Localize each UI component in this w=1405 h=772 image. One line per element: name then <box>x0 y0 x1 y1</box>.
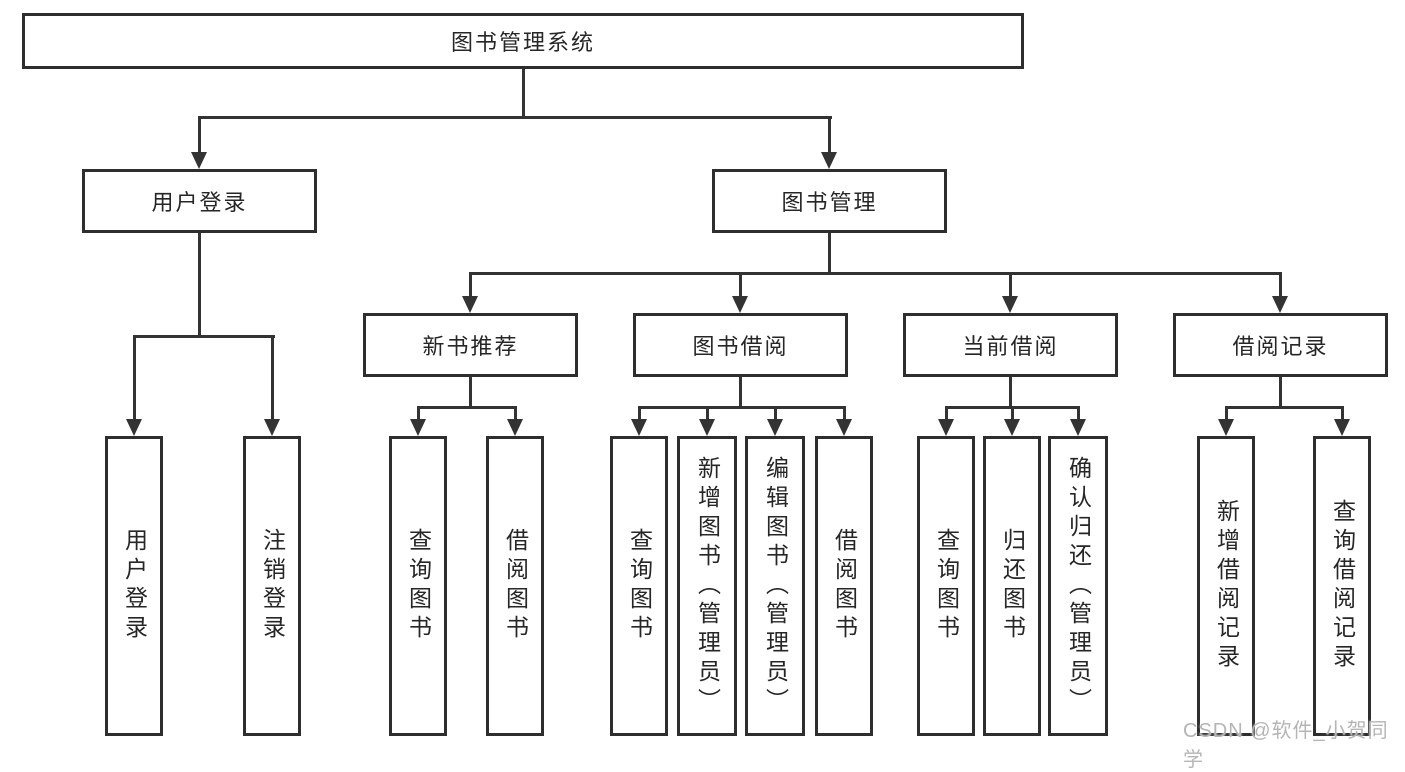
leaf-label: 查询借阅记录 <box>1329 499 1356 673</box>
connector-line <box>638 406 846 409</box>
node-user-login: 用户登录 <box>82 169 317 233</box>
leaf-label: 新增借阅记录 <box>1213 499 1240 673</box>
arrow-down-icon <box>462 296 478 313</box>
leaf-logout: 注销登录 <box>243 436 301 736</box>
arrow-down-icon <box>1334 419 1350 436</box>
node-label: 借阅记录 <box>1232 334 1329 359</box>
connector-line <box>638 406 641 420</box>
arrow-down-icon <box>410 419 426 436</box>
connector-line <box>1011 406 1014 420</box>
connector-line <box>133 335 136 420</box>
diagram-canvas: 图书管理系统 用户登录 图书管理 新书推荐 图书借阅 当前借阅 借阅记录 用户登… <box>22 13 1388 771</box>
connector-line <box>198 116 832 119</box>
arrow-down-icon <box>821 152 837 169</box>
arrow-down-icon <box>699 419 715 436</box>
leaf-label: 借阅图书 <box>831 528 858 644</box>
arrow-down-icon <box>836 419 852 436</box>
connector-line <box>198 233 201 336</box>
connector-line <box>133 335 275 338</box>
connector-line <box>469 272 472 297</box>
connector-line <box>828 233 831 274</box>
connector-line <box>706 406 709 420</box>
arrow-down-icon <box>1218 419 1234 436</box>
arrow-down-icon <box>191 152 207 169</box>
node-label: 图书管理 <box>781 190 878 215</box>
connector-line <box>1077 406 1080 420</box>
node-label: 当前借阅 <box>962 334 1059 359</box>
node-label: 图书借阅 <box>692 334 789 359</box>
leaf-label: 确认归还（管理员） <box>1065 455 1092 717</box>
arrow-down-icon <box>767 419 783 436</box>
leaf-query-books-borrow: 查询图书 <box>610 436 668 736</box>
leaf-user-login: 用户登录 <box>105 436 163 736</box>
leaf-query-borrow-record: 查询借阅记录 <box>1313 436 1371 736</box>
leaf-label: 借阅图书 <box>502 528 529 644</box>
node-current-borrowing: 当前借阅 <box>903 313 1118 377</box>
arrow-down-icon <box>264 419 280 436</box>
node-book-management: 图书管理 <box>712 169 947 233</box>
leaf-label: 注销登录 <box>259 528 286 644</box>
connector-line <box>271 335 274 420</box>
connector-line <box>198 116 201 153</box>
leaf-borrow-books-recommend: 借阅图书 <box>486 436 544 736</box>
connector-line <box>739 272 742 297</box>
arrow-down-icon <box>732 296 748 313</box>
leaf-add-borrow-record: 新增借阅记录 <box>1197 436 1255 736</box>
arrow-down-icon <box>1002 296 1018 313</box>
connector-line <box>417 406 420 420</box>
leaf-label: 编辑图书（管理员） <box>762 455 789 717</box>
node-label: 新书推荐 <box>422 334 519 359</box>
watermark: CSDN @软件_小贺同学 <box>1183 720 1389 771</box>
node-new-book-recommendation: 新书推荐 <box>363 313 578 377</box>
connector-line <box>739 377 742 408</box>
connector-line <box>828 116 831 153</box>
leaf-borrow-books: 借阅图书 <box>815 436 873 736</box>
connector-line <box>774 406 777 420</box>
leaf-confirm-return-admin: 确认归还（管理员） <box>1048 436 1108 736</box>
node-label: 用户登录 <box>151 190 248 215</box>
connector-line <box>469 377 472 408</box>
connector-line <box>1225 406 1344 409</box>
arrow-down-icon <box>1004 419 1020 436</box>
connector-line <box>1341 406 1344 420</box>
connector-line <box>1225 406 1228 420</box>
connector-line <box>417 406 517 409</box>
leaf-query-books-current: 查询图书 <box>917 436 975 736</box>
node-book-borrowing: 图书借阅 <box>633 313 848 377</box>
node-label: 图书管理系统 <box>450 30 595 55</box>
leaf-label: 查询图书 <box>933 528 960 644</box>
leaf-query-books-recommend: 查询图书 <box>389 436 447 736</box>
connector-line <box>945 406 948 420</box>
arrow-down-icon <box>507 419 523 436</box>
leaf-label: 用户登录 <box>121 528 148 644</box>
leaf-label: 新增图书（管理员） <box>694 455 721 717</box>
arrow-down-icon <box>1070 419 1086 436</box>
connector-line <box>1279 272 1282 297</box>
connector-line <box>514 406 517 420</box>
arrow-down-icon <box>938 419 954 436</box>
connector-line <box>1279 377 1282 408</box>
leaf-add-books-admin: 新增图书（管理员） <box>677 436 737 736</box>
connector-line <box>1009 272 1012 297</box>
arrow-down-icon <box>1272 296 1288 313</box>
connector-line <box>469 272 1282 275</box>
node-borrowing-records: 借阅记录 <box>1173 313 1388 377</box>
leaf-label: 查询图书 <box>626 528 653 644</box>
arrow-down-icon <box>631 419 647 436</box>
leaf-label: 归还图书 <box>999 528 1026 644</box>
connector-line <box>1009 377 1012 408</box>
node-library-management-system: 图书管理系统 <box>22 13 1024 69</box>
leaf-return-books: 归还图书 <box>983 436 1041 736</box>
arrow-down-icon <box>126 419 142 436</box>
leaf-label: 查询图书 <box>405 528 432 644</box>
connector-line <box>522 69 525 117</box>
leaf-edit-books-admin: 编辑图书（管理员） <box>745 436 805 736</box>
connector-line <box>843 406 846 420</box>
